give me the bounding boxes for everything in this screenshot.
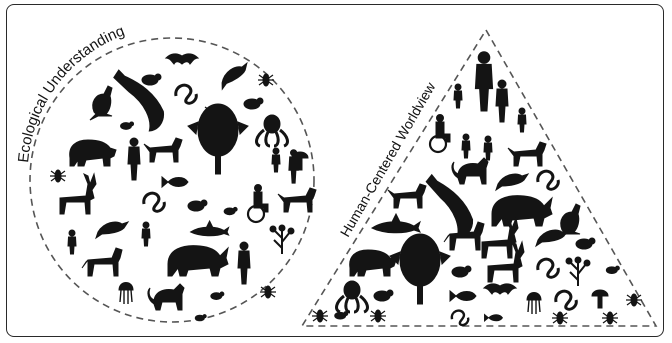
- snake-icon: [176, 85, 197, 103]
- turtle-icon: [576, 238, 595, 249]
- ant-icon: [312, 310, 328, 322]
- dog-icon: [508, 142, 546, 166]
- wheelchair-user-icon: [248, 185, 268, 223]
- tree-icon: [188, 104, 248, 174]
- snake-icon: [538, 171, 559, 189]
- monkey-icon: [452, 158, 488, 184]
- bird-icon: [536, 230, 568, 246]
- plant-icon: [566, 257, 590, 286]
- top-boy-icon: [454, 84, 462, 108]
- rhino-icon: [492, 196, 552, 226]
- mushroom-icon: [592, 290, 608, 308]
- zebra-icon: [82, 248, 122, 276]
- kangaroo-icon: [90, 86, 112, 120]
- bat-icon: [166, 54, 198, 64]
- shark-icon: [372, 214, 420, 233]
- wolf-icon: [388, 184, 426, 208]
- insect-icon: [258, 74, 274, 86]
- turtle-icon: [244, 98, 263, 109]
- fish-icon: [162, 177, 188, 187]
- small-child-icon: [462, 134, 470, 158]
- mouse-icon: [335, 312, 348, 320]
- shark-icon: [190, 221, 228, 236]
- whale-icon: [425, 167, 478, 241]
- octopus-icon: [337, 281, 368, 312]
- beetle-icon: [552, 312, 568, 324]
- elk-icon: [488, 242, 524, 282]
- rodent-icon: [142, 74, 161, 85]
- coiled-snake-icon: [144, 193, 165, 211]
- jellyfish-icon: [527, 293, 541, 315]
- toddler-icon: [142, 222, 150, 246]
- pig-icon: [188, 200, 207, 211]
- beetle-icon: [260, 286, 276, 298]
- dragonfly-icon: [626, 294, 642, 306]
- bear-icon: [70, 140, 116, 166]
- fish-icon: [450, 291, 476, 301]
- worm-icon: [556, 291, 577, 309]
- rhino-icon: [168, 246, 228, 276]
- snail-icon: [606, 266, 619, 274]
- fly-icon: [602, 312, 618, 324]
- dragonfly-icon: [50, 170, 66, 182]
- small-fish-icon: [484, 314, 502, 321]
- wolf-icon: [278, 188, 316, 212]
- small-snake-icon: [452, 311, 468, 325]
- top-woman-icon: [496, 80, 508, 122]
- plant-icon: [270, 225, 294, 254]
- mouse-icon: [211, 292, 224, 300]
- snail-icon: [224, 207, 237, 215]
- crow-icon: [96, 222, 128, 238]
- wheelchair-figure-icon: [430, 115, 450, 153]
- tree-icon: [390, 234, 450, 304]
- coiled-snake-icon: [538, 259, 559, 277]
- triangle-label: Human-Centered Worldview: [337, 79, 439, 240]
- eagle-icon: [496, 174, 528, 190]
- man-standing-icon: [238, 242, 250, 284]
- deer-icon: [60, 174, 96, 214]
- girl-icon: [68, 230, 76, 254]
- child-icon: [272, 148, 280, 172]
- bat-icon: [484, 284, 516, 294]
- whale-icon: [112, 61, 170, 134]
- top-girl-icon: [518, 108, 526, 132]
- worm-icon: [195, 314, 206, 321]
- circle-organisms: [50, 54, 316, 321]
- pig-icon: [452, 266, 471, 277]
- bear-icon: [350, 250, 396, 276]
- jellyfish-icon: [119, 283, 133, 305]
- top-man-icon: [476, 52, 493, 111]
- deer-icon: [482, 218, 518, 258]
- spider-icon: [370, 310, 386, 322]
- eagle-icon: [217, 63, 253, 89]
- dog-icon: [144, 138, 182, 162]
- octopus-icon: [257, 115, 288, 146]
- woman-icon: [128, 138, 140, 180]
- frog-icon: [374, 290, 393, 301]
- lizard-icon: [120, 122, 133, 130]
- monkey-icon: [148, 284, 184, 310]
- seated-child-icon: [484, 136, 492, 160]
